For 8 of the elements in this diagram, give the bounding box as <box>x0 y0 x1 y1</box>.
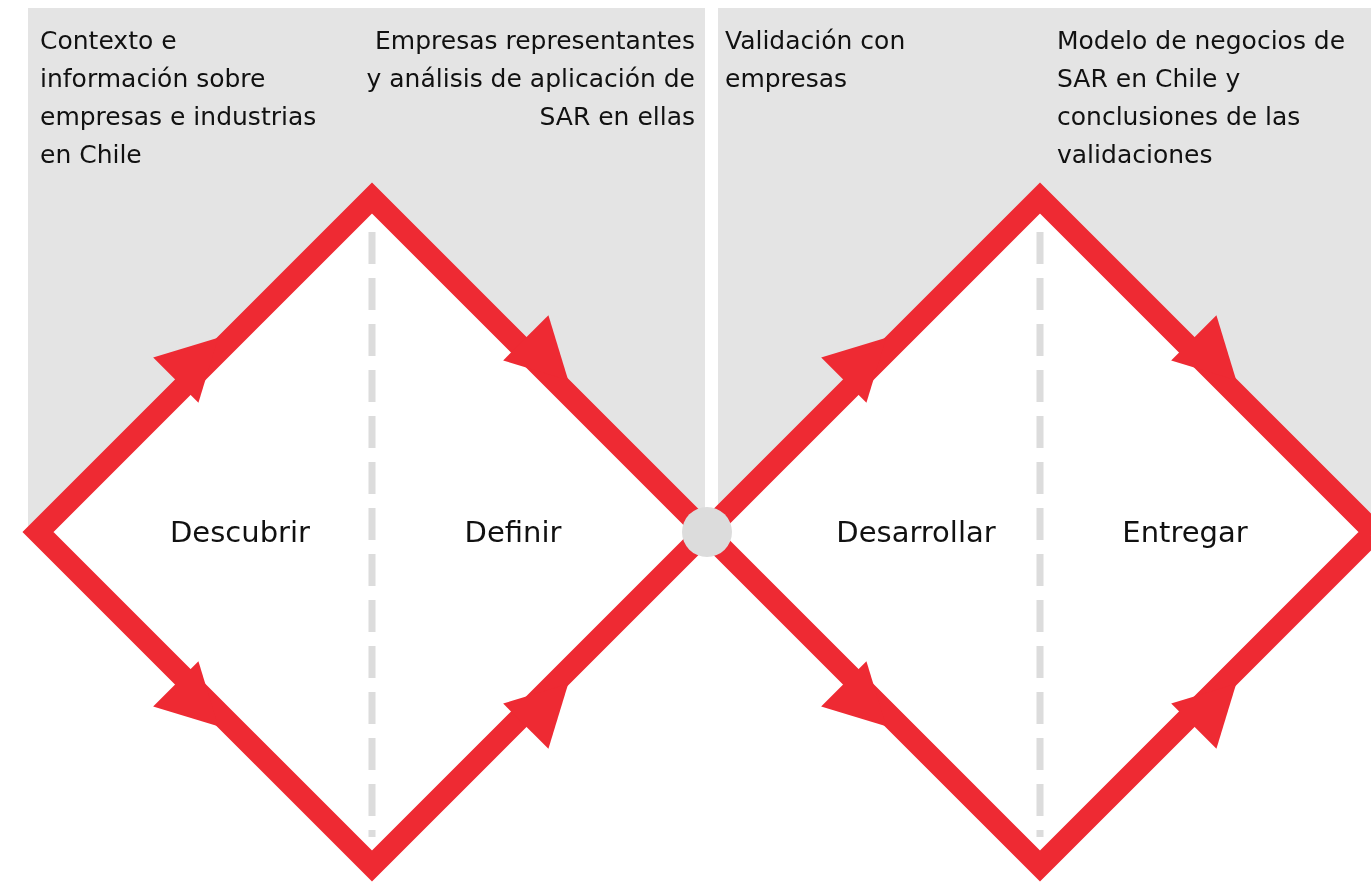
phase-label: Entregar <box>1122 515 1248 549</box>
phase-description: Validación con empresas <box>725 25 907 95</box>
phase-label: Definir <box>464 515 562 549</box>
phase-label: Descubrir <box>170 515 310 549</box>
phase-description: Empresas representantes y análisis de aplicación de SAR en ellas <box>365 25 695 133</box>
phase-description: Contexto e información sobre empresas e industrias en Chile <box>40 25 318 171</box>
phase-description: Modelo de negocios de SAR en Chile y conclusiones de las validaciones <box>1057 25 1347 171</box>
phase-label: Desarrollar <box>836 515 996 549</box>
